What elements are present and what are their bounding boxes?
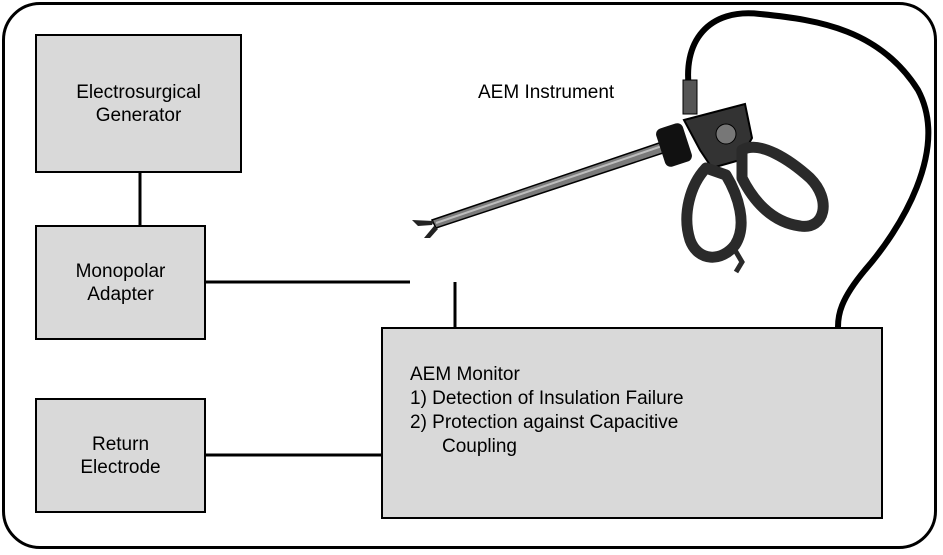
adapter-label-line2: Adapter [87,283,154,305]
electrosurgical-generator-box: Electrosurgical Generator [35,34,242,173]
monitor-item-1: 1) Detection of Insulation Failure [410,388,684,409]
return-label-line2: Electrode [80,456,161,478]
generator-label-line1: Electrosurgical [76,81,201,103]
monitor-title: AEM Monitor [410,364,520,385]
instrument-cable [685,10,932,330]
generator-label-line2: Generator [95,104,182,126]
monitor-item-2: 2) Protection against Capacitive [410,412,679,433]
aem-monitor-box: AEM Monitor 1) Detection of Insulation F… [381,327,883,519]
monopolar-adapter-box: Monopolar Adapter [35,225,206,340]
adapter-label-line1: Monopolar [75,260,166,282]
monitor-item-2-continued: Coupling [442,436,517,457]
aem-instrument-label: AEM Instrument [478,82,615,103]
return-label-line1: Return [91,433,150,455]
laparoscopic-grasper-icon [412,79,829,274]
return-electrode-box: Return Electrode [35,398,206,513]
diagram-frame [2,2,937,549]
